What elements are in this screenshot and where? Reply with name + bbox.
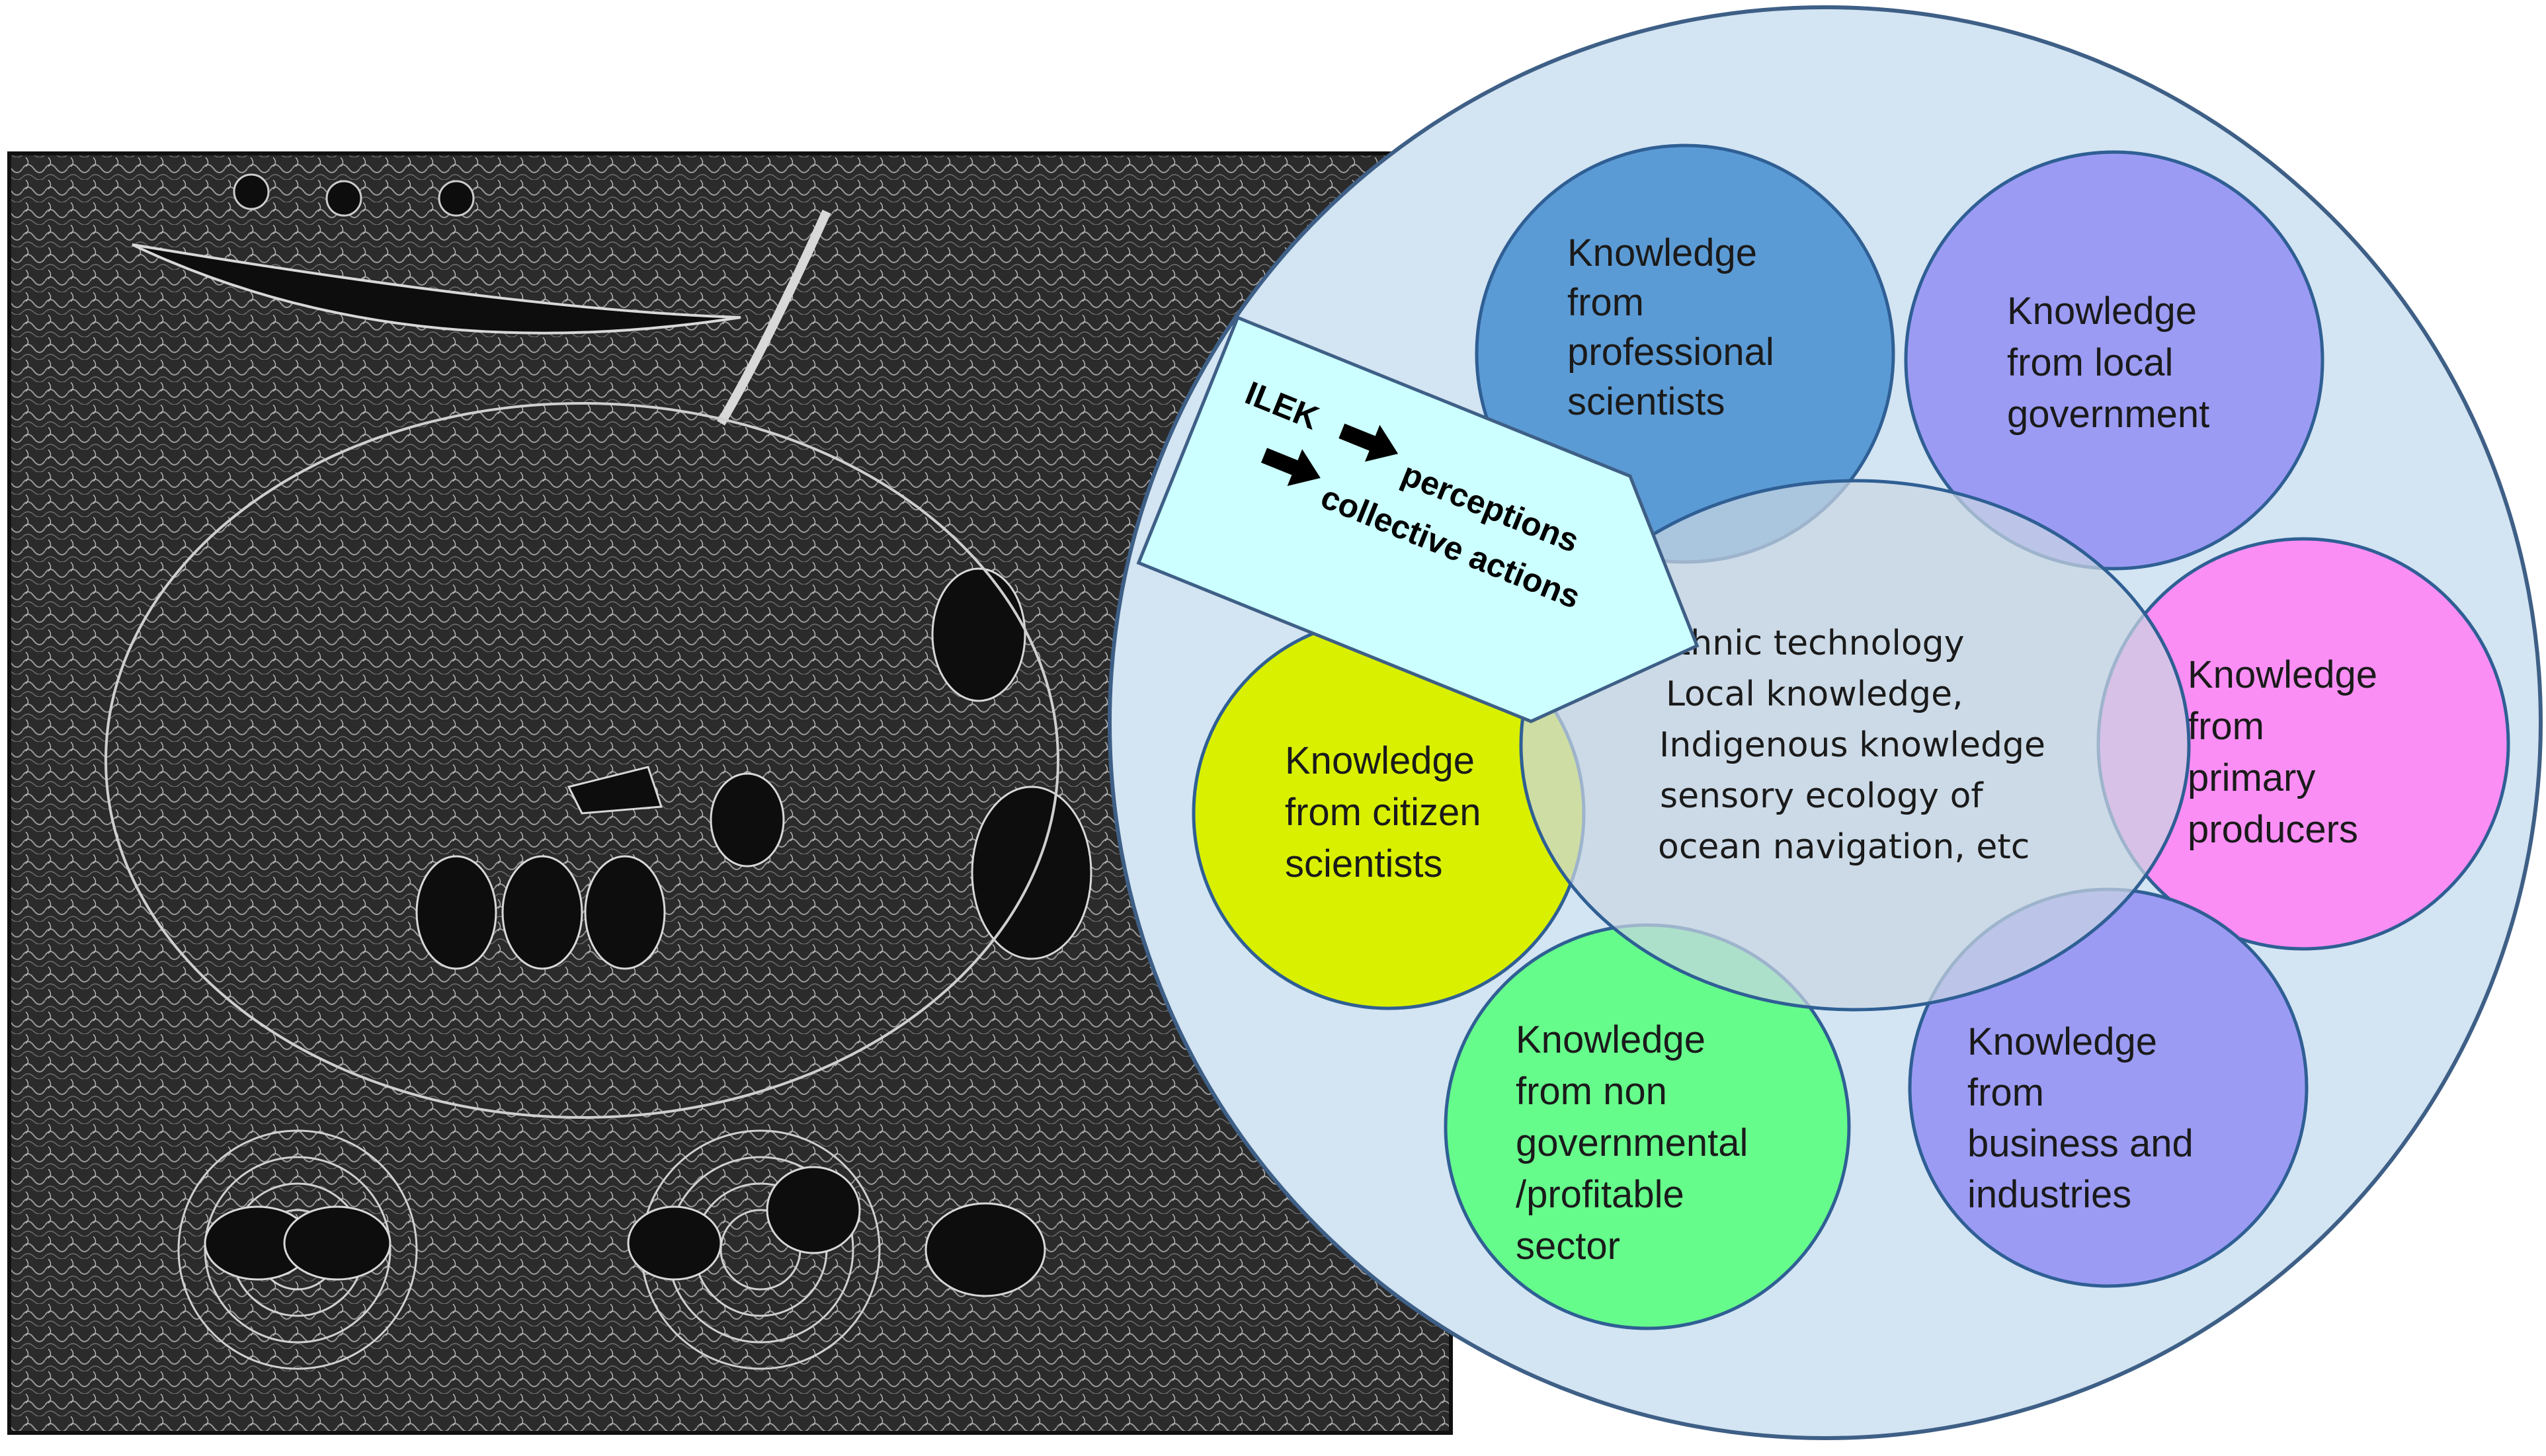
sea-creature-motif-icon: [204, 210, 1046, 1297]
node-label-line: producers: [2188, 808, 2358, 851]
node-label-line: from citizen: [1285, 791, 1481, 834]
node-label-line: from non: [1516, 1070, 1667, 1113]
node-label-line: Knowledge: [1567, 231, 1757, 274]
node-non-governmental: Knowledge from non governmental/profitable…: [1444, 923, 1851, 1330]
node-label-line: professional: [1567, 331, 1774, 374]
center-label-line: Ethnic technology: [1655, 624, 1964, 663]
center-ellipse: [1519, 479, 2191, 1012]
node-label-line: scientists: [1285, 842, 1443, 885]
node-label-line: Knowledge: [1516, 1018, 1705, 1061]
center-label-line: Local knowledge,: [1666, 674, 1963, 714]
node-label-line: from: [1567, 281, 1644, 324]
node-business-industries: Knowledge from business and industries: [1908, 887, 2309, 1288]
node-label-line: governmental: [1516, 1121, 1748, 1164]
center-label-line: sensory ecology of: [1660, 776, 1984, 816]
node-label-line: Knowledge: [2188, 653, 2377, 696]
node-label-line: business and: [1967, 1122, 2194, 1165]
node-label-line: from: [2188, 705, 2264, 748]
arrow-right-icon: [1261, 448, 1321, 487]
callout-shape: [1136, 315, 1700, 723]
center-label-line: Indigenous knowledge: [1659, 725, 2045, 765]
knowledge-nodes: KnowledgefromprofessionalscientistsKnowl…: [1192, 143, 2510, 1330]
node-label-line: industries: [1967, 1173, 2131, 1216]
canoe-motif-icon: [132, 173, 741, 335]
node-label-line: primary: [2188, 756, 2315, 799]
node-local-government: Knowledge from local government: [1904, 150, 2324, 571]
node-label-line: Knowledge: [1967, 1020, 2157, 1063]
node-label-line: scientists: [1567, 380, 1725, 423]
turtle-motif-icon: [415, 567, 1092, 970]
arrow-right-icon: [1338, 423, 1399, 462]
node-label-line: Knowledge: [2007, 290, 2197, 333]
knowledge-venn-diagram: KnowledgefromprofessionalscientistsKnowl…: [1108, 5, 2543, 1440]
node-circle: [1904, 150, 2324, 571]
node-label-line: sector: [1516, 1225, 1620, 1268]
artwork-oval-line: [104, 402, 1059, 1119]
node-label-line: /profitable: [1516, 1173, 1684, 1216]
node-label-line: Knowledge: [1285, 739, 1475, 782]
node-label-line: from local: [2007, 341, 2173, 384]
node-label-line: government: [2007, 393, 2209, 436]
node-label-line: from: [1967, 1071, 2044, 1114]
center-label-line: ocean navigation, etc: [1658, 827, 2030, 867]
